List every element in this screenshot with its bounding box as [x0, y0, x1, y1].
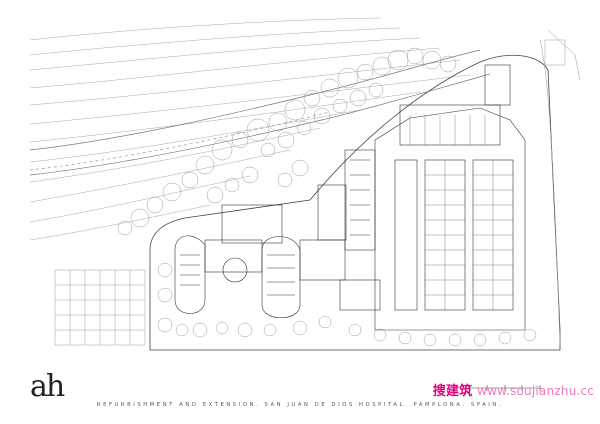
street-edge	[539, 29, 581, 346]
new-extension	[374, 64, 526, 331]
site-boundary	[149, 55, 561, 351]
watermark: 搜建筑 www.soujianzhu.cc	[433, 380, 594, 399]
parking-lot	[54, 269, 146, 346]
terrain-contours	[29, 17, 471, 241]
central-connector	[299, 149, 381, 311]
watermark-chinese: 搜建筑	[432, 384, 473, 399]
watermark-url: www.soujianzhu.cc	[477, 384, 594, 398]
trees	[117, 47, 537, 347]
road	[29, 49, 491, 176]
extension-rooms	[409, 115, 513, 310]
scale-bar	[469, 385, 541, 391]
firm-logo: ah	[30, 369, 65, 404]
existing-hospital-wings	[174, 204, 301, 318]
project-caption: REFURBISHMENT AND EXTENSION. SAN JUAN DE…	[96, 402, 504, 408]
